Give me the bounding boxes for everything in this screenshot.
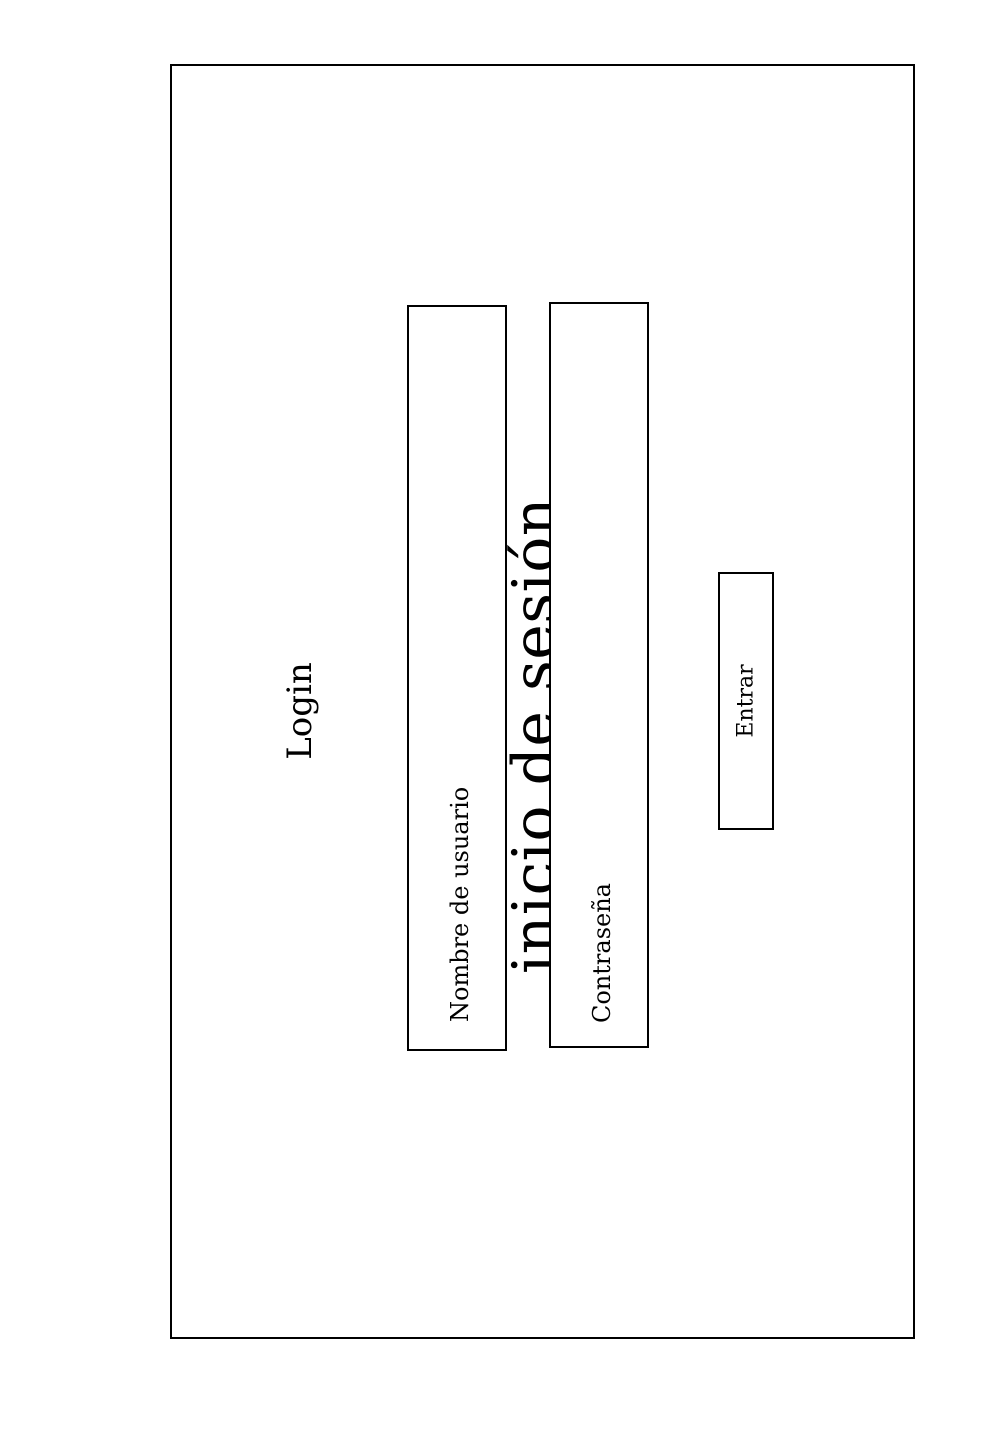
username-placeholder-text: Nombre de usuario [446, 786, 474, 1022]
login-heading-text: Login [280, 662, 320, 760]
password-placeholder-text: Contraseña [588, 883, 616, 1023]
screen-frame [170, 64, 915, 1339]
submit-button-text: Entrar [733, 664, 759, 738]
submit-button[interactable]: Entrar [718, 572, 774, 830]
username-field[interactable]: Nombre de usuario [407, 305, 507, 1051]
password-field[interactable]: Contraseña [549, 302, 649, 1048]
